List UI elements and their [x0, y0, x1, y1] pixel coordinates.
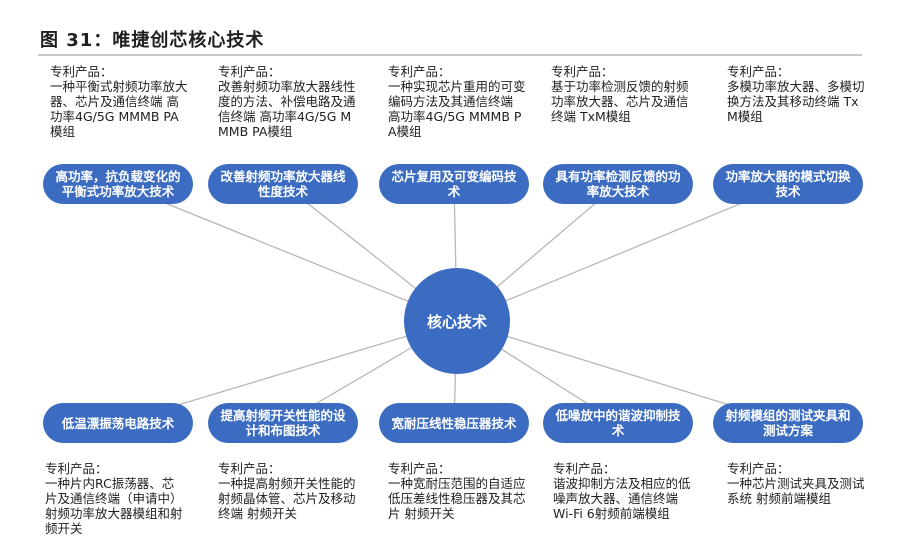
- top-node-2: 改善射频功率放大器线性度技术: [208, 164, 358, 204]
- center-node: 核心技术: [404, 268, 510, 374]
- top-note-2: 专利产品： 改善射频功率放大器线性度的方法、补偿电路及通信终端 高功率4G/5G…: [218, 64, 356, 139]
- bottom-node-2-label: 提高射频开关性能的设计和布图技术: [220, 408, 346, 438]
- top-node-4: 具有功率检测反馈的功率放大技术: [543, 164, 693, 204]
- top-node-5-label: 功率放大器的模式切换技术: [725, 169, 851, 199]
- top-note-4: 专利产品： 基于功率检测反馈的射频功率放大器、芯片及通信终端 TxM模组: [551, 64, 689, 124]
- bottom-node-5-label: 射频模组的测试夹具和测试方案: [725, 408, 851, 438]
- connector-top-5: [456, 183, 789, 322]
- bottom-note-4: 专利产品： 谐波抑制方法及相应的低噪声放大器、通信终端 Wi-Fi 6射频前端模…: [553, 461, 691, 521]
- top-node-3-label: 芯片复用及可变编码技术: [391, 169, 517, 199]
- top-note-1: 专利产品： 一种平衡式射频功率放大器、芯片及通信终端 高功率4G/5G MMMB…: [50, 64, 188, 139]
- top-node-2-label: 改善射频功率放大器线性度技术: [220, 169, 346, 199]
- bottom-node-2: 提高射频开关性能的设计和布图技术: [208, 403, 358, 443]
- top-node-4-label: 具有功率检测反馈的功率放大技术: [555, 169, 681, 199]
- top-node-1-label: 高功率，抗负载变化的平衡式功率放大技术: [55, 169, 181, 199]
- bottom-node-4: 低噪放中的谐波抑制技术: [543, 403, 693, 443]
- connector-top-1: [117, 183, 458, 322]
- bottom-node-4-label: 低噪放中的谐波抑制技术: [555, 408, 681, 438]
- bottom-node-3-label: 宽耐压线性稳压器技术: [391, 415, 517, 431]
- top-note-3: 专利产品： 一种实现芯片重用的可变编码方法及其通信终端 高功率4G/5G MMM…: [388, 64, 526, 139]
- bottom-node-3: 宽耐压线性稳压器技术: [379, 403, 529, 443]
- bottom-node-5: 射频模组的测试夹具和测试方案: [713, 403, 863, 443]
- title-divider: [38, 54, 862, 56]
- center-label: 核心技术: [426, 312, 487, 331]
- bottom-note-5: 专利产品： 一种芯片测试夹具及测试系统 射频前端模组: [727, 461, 865, 506]
- top-note-5: 专利产品： 多模功率放大器、多模切换方法及其移动终端 TxM模组: [727, 64, 865, 124]
- bottom-note-1: 专利产品： 一种片内RC振荡器、芯片及通信终端（申请中） 射频功率放大器模组和射…: [45, 461, 183, 536]
- bottom-note-3: 专利产品： 一种宽耐压范围的自适应低压差线性稳压器及其芯片 射频开关: [388, 461, 526, 521]
- top-node-1: 高功率，抗负载变化的平衡式功率放大技术: [43, 164, 193, 204]
- bottom-node-1-label: 低温漂振荡电路技术: [61, 415, 175, 431]
- bottom-note-2: 专利产品： 一种提高射频开关性能的射频晶体管、芯片及移动终端 射频开关: [218, 461, 356, 521]
- top-node-5: 功率放大器的模式切换技术: [713, 164, 863, 204]
- bottom-node-1: 低温漂振荡电路技术: [43, 403, 193, 443]
- figure-title: 图 31：唯捷创芯核心技术: [40, 30, 265, 51]
- top-node-3: 芯片复用及可变编码技术: [379, 164, 529, 204]
